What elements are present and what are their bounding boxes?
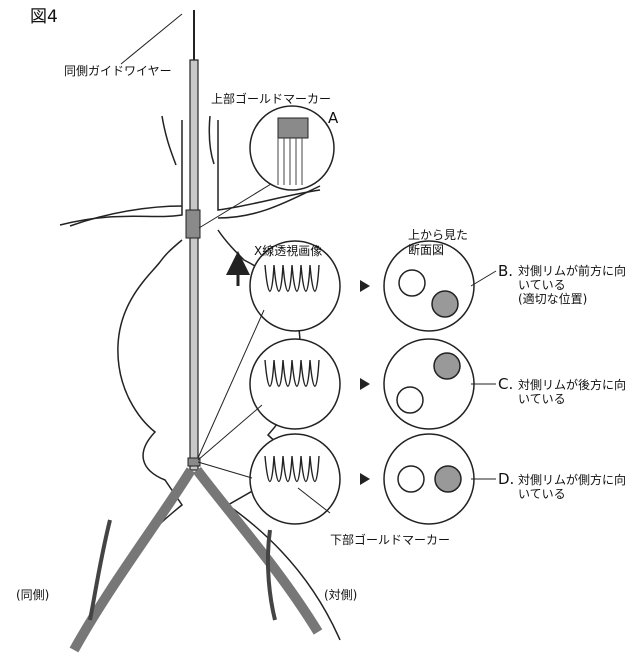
ipsilateral-label: (同側)	[16, 588, 49, 602]
arrow-d	[360, 473, 370, 485]
aorta-outline	[60, 120, 182, 640]
upper-gold-marker	[186, 210, 200, 238]
panel-b-letter: B.	[498, 263, 513, 279]
panel-b-line-1: 対側リムが前方に向	[518, 264, 626, 278]
device-main-body	[190, 60, 198, 470]
panel-b-line-2: いている	[518, 278, 626, 292]
panel-c-line-2: いている	[518, 392, 626, 406]
section-d-open	[398, 466, 424, 492]
panel-c-description: 対側リムが後方に向 いている	[518, 378, 626, 406]
panel-b-description: 対側リムが前方に向 いている (適切な位置)	[518, 264, 626, 306]
panel-d-letter: D.	[498, 471, 514, 487]
upper-marker-leader	[199, 184, 271, 228]
section-b-limb	[432, 291, 458, 317]
panel-d-line-1: 対側リムが側方に向	[518, 473, 626, 487]
panel-b-leader	[471, 271, 496, 286]
panel-c-line-1: 対側リムが後方に向	[518, 378, 626, 392]
panel-d-description: 対側リムが側方に向 いている	[518, 473, 626, 501]
panel-c-letter: C.	[498, 376, 513, 392]
panel-d-line-2: いている	[518, 487, 626, 501]
arrow-b	[360, 280, 370, 292]
panel-b-line-3: (適切な位置)	[518, 292, 626, 306]
section-d-limb	[435, 466, 461, 492]
upper-branch-left	[162, 116, 176, 165]
guidewire-label: 同側ガイドワイヤー	[64, 64, 172, 78]
section-circle-c	[384, 339, 474, 429]
upper-branch-right	[209, 116, 214, 164]
lower-marker-label: 下部ゴールドマーカー	[330, 533, 450, 547]
figure-title: 図4	[30, 8, 58, 27]
section-c-limb	[434, 353, 460, 379]
zoom-a-marker	[278, 118, 308, 138]
xray-view-label: X線透視画像	[254, 244, 322, 258]
section-b-open	[399, 270, 425, 296]
xray-c-leader	[198, 405, 262, 460]
arrow-c	[360, 378, 370, 390]
panel-a-letter: A	[328, 110, 338, 126]
top-view-label-line-2: 断面図	[408, 243, 444, 257]
section-c-open	[397, 387, 423, 413]
upper-marker-label: 上部ゴールドマーカー	[211, 92, 331, 106]
guidewire-leader	[121, 14, 182, 64]
ipsilateral-limb	[74, 470, 191, 650]
renal-branch-right	[218, 186, 320, 218]
contralateral-label: (対側)	[324, 588, 357, 602]
top-view-label-line-1: 上から見た	[408, 228, 468, 242]
